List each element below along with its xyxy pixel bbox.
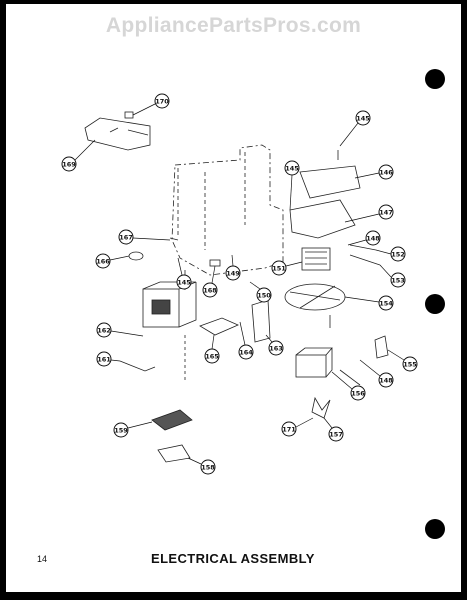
- svg-text:158: 158: [201, 464, 215, 472]
- svg-text:161: 161: [97, 356, 111, 364]
- callout-150: 150: [249, 281, 272, 303]
- binder-hole-middle: [425, 294, 445, 314]
- callout-149: 149: [225, 254, 241, 281]
- part-154-fan-blade: [284, 283, 346, 311]
- svg-text:164: 164: [239, 349, 253, 357]
- svg-text:152: 152: [391, 251, 405, 259]
- svg-text:159: 159: [114, 427, 128, 435]
- callout-162: 162: [96, 322, 144, 338]
- svg-text:170: 170: [155, 98, 169, 106]
- svg-text:145: 145: [356, 115, 370, 123]
- part-147-bracket: [289, 199, 356, 239]
- svg-text:149: 149: [226, 270, 240, 278]
- callout-147: 147: [344, 204, 394, 223]
- part-158-bracket: [157, 444, 191, 463]
- part-156-motor: [295, 354, 327, 378]
- callout-146: 146: [354, 164, 394, 180]
- callout-155: 155: [387, 349, 418, 372]
- callout-145-c: 145: [176, 257, 192, 290]
- binder-hole-top: [425, 69, 445, 89]
- svg-text:146: 146: [379, 169, 393, 177]
- callout-169: 169: [61, 139, 96, 172]
- callout-145-a: 145: [339, 110, 371, 147]
- svg-text:145: 145: [177, 279, 191, 287]
- part-163-bracket: [251, 299, 271, 343]
- page-number: 14: [37, 554, 48, 564]
- part-161-lead: [119, 360, 156, 372]
- callout-145-b: 145: [284, 160, 300, 211]
- svg-text:169: 169: [62, 161, 76, 169]
- binder-hole-bottom: [425, 519, 445, 539]
- callout-158: 158: [187, 457, 216, 475]
- svg-text:148: 148: [366, 235, 380, 243]
- callout-171: 171: [281, 417, 314, 437]
- callout-157: 157: [323, 417, 344, 442]
- part-162-magnetron: [142, 288, 180, 328]
- callout-161: 161: [96, 351, 121, 367]
- chassis-panel: [171, 144, 284, 276]
- part-168-clip: [209, 259, 221, 267]
- diagram-title: ELECTRICAL ASSEMBLY: [151, 551, 315, 566]
- svg-text:150: 150: [257, 292, 271, 300]
- callout-154: 154: [344, 295, 394, 311]
- callout-159: 159: [113, 421, 153, 438]
- callout-153: 153: [379, 264, 406, 288]
- callout-166: 166: [95, 253, 130, 269]
- callout-148-b: 148: [359, 359, 394, 388]
- svg-text:147: 147: [379, 209, 393, 217]
- part-165-plate: [199, 317, 240, 336]
- part-170-bracket: [84, 117, 151, 151]
- callout-167: 167: [118, 229, 171, 245]
- callout-164: 164: [238, 321, 254, 360]
- svg-text:156: 156: [351, 390, 365, 398]
- part-157-fan: [311, 396, 331, 419]
- part-146-bracket: [299, 165, 361, 199]
- callout-165: 165: [204, 334, 220, 364]
- svg-text:151: 151: [272, 265, 286, 273]
- callout-170: 170: [132, 93, 170, 116]
- callout-148-a: 148: [347, 230, 381, 246]
- part-159-filter: [151, 409, 193, 431]
- watermark: AppliancePartsPros.com: [105, 14, 362, 37]
- svg-text:153: 153: [391, 277, 405, 285]
- part-151-motor: [301, 247, 331, 271]
- callout-156: 156: [331, 371, 366, 401]
- svg-text:171: 171: [282, 426, 296, 434]
- svg-text:162: 162: [97, 327, 111, 335]
- part-170-clip: [124, 111, 134, 119]
- callout-168: 168: [202, 265, 218, 298]
- svg-text:148: 148: [379, 377, 393, 385]
- svg-text:155: 155: [403, 361, 417, 369]
- chassis-edge: [177, 152, 246, 250]
- svg-text:167: 167: [119, 234, 133, 242]
- svg-text:157: 157: [329, 431, 343, 439]
- svg-text:165: 165: [205, 353, 219, 361]
- svg-text:154: 154: [379, 300, 393, 308]
- callout-151: 151: [271, 260, 303, 276]
- svg-text:166: 166: [96, 258, 110, 266]
- svg-text:145: 145: [285, 165, 299, 173]
- svg-text:168: 168: [203, 287, 217, 295]
- svg-text:163: 163: [269, 345, 283, 353]
- callout-163: 163: [265, 334, 284, 356]
- part-166-grommet: [128, 251, 144, 261]
- part-155-bracket: [374, 335, 389, 359]
- callout-152: 152: [375, 246, 406, 262]
